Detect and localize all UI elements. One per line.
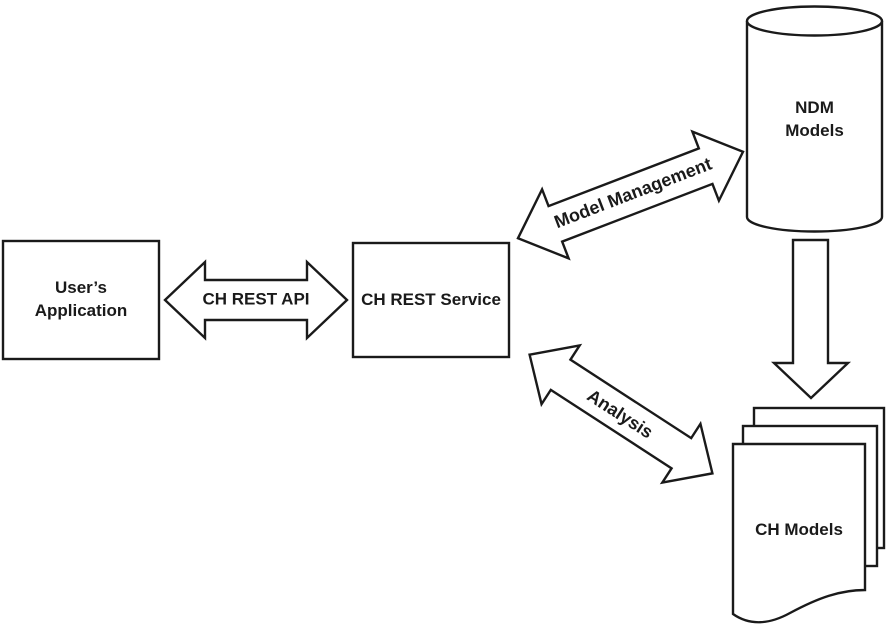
ch-models-page-front (731, 442, 867, 624)
ch-rest-api-double-arrow (163, 259, 349, 341)
ndm-models-cylinder-body (745, 21, 884, 233)
ndm-to-ch-block-arrow (770, 238, 852, 400)
ndm-models-label: NDM Models (785, 98, 844, 140)
ch-rest-service-box (351, 241, 511, 359)
analysis-double-arrow (528, 343, 714, 485)
model-management-double-arrow (516, 129, 745, 261)
ch-rest-service-label: CH REST Service (361, 289, 501, 309)
ch-models-label: CH Models (755, 519, 843, 539)
users-application-label: User’s Application (34, 278, 128, 320)
users-application-box (1, 239, 161, 361)
ndm-models-cylinder-top (745, 5, 884, 37)
ch-rest-api-label: CH REST API (202, 289, 310, 309)
